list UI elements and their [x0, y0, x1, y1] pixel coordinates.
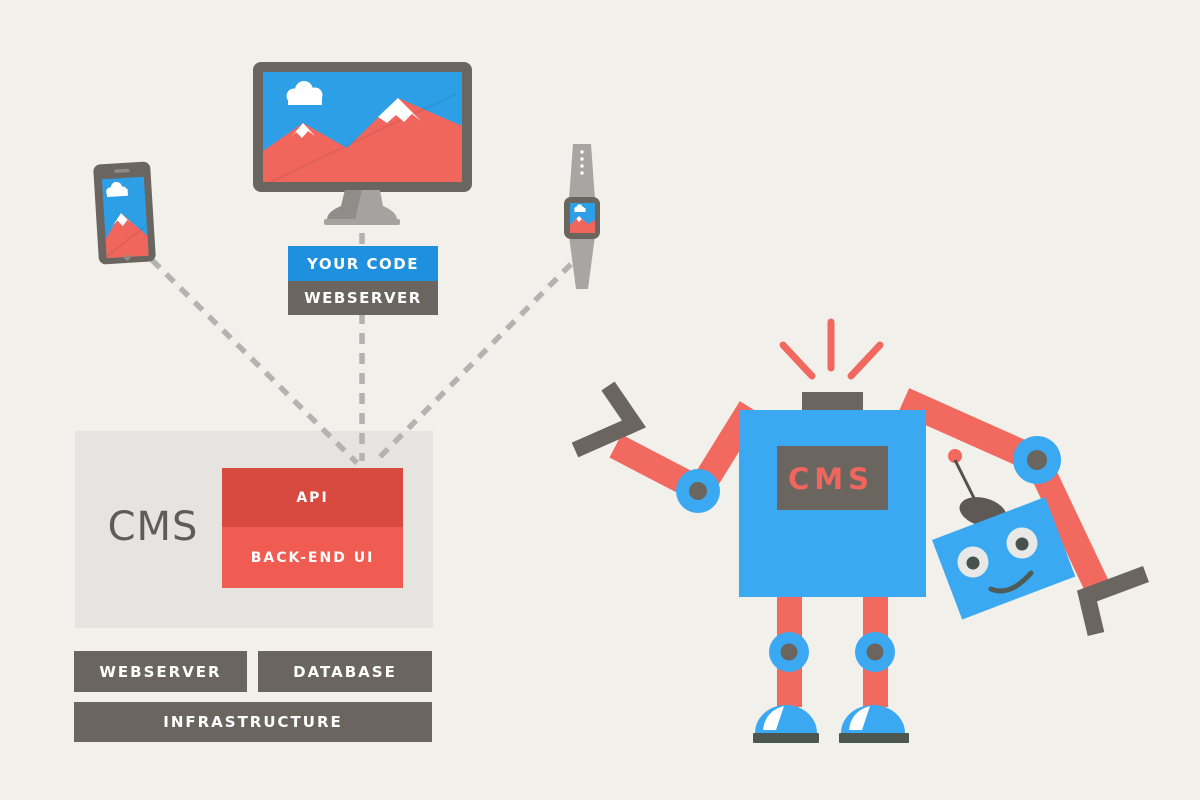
- robot-left-arm: [571, 381, 762, 513]
- backend-ui-box: BACK-END UI: [222, 527, 403, 588]
- database-box: DATABASE: [258, 651, 432, 692]
- watch-strap-top: [569, 144, 595, 199]
- robot-right-upper-arm: [898, 388, 1055, 478]
- robot-left-knee-joint: [769, 632, 809, 672]
- smartphone-icon: [93, 161, 156, 265]
- robot-body: [739, 410, 926, 597]
- robot-chest-panel: [777, 446, 888, 510]
- watch-case: [564, 197, 600, 239]
- monitor-stand: [327, 190, 397, 220]
- watch-snow-cap: [574, 216, 584, 222]
- phone-speaker: [114, 168, 130, 173]
- cms-label: CMS: [107, 504, 199, 550]
- robot-neck: [802, 392, 863, 411]
- robot-head: [932, 497, 1076, 620]
- robot-left-eye: [957, 546, 989, 578]
- watch-strap-bottom: [569, 236, 595, 289]
- robot-right-arm: [1013, 436, 1149, 636]
- robot-right-claw-icon: [1076, 566, 1149, 636]
- webserver-stack-box: WEBSERVER: [288, 281, 438, 315]
- robot-left-claw-icon: [571, 381, 647, 458]
- robot-right-foot: [839, 705, 909, 743]
- robot-right-eye: [1006, 527, 1038, 559]
- monitor-screen: [263, 72, 462, 182]
- robot-head-knob: [959, 497, 1007, 527]
- phone-cloud-icon: [106, 181, 128, 198]
- phone-home-button: [123, 254, 131, 262]
- robot-chest-label: CMS: [788, 462, 874, 496]
- monitor-snow-cap-right: [378, 98, 421, 123]
- watch-strap-holes: [580, 150, 584, 175]
- monitor-stand-base: [324, 219, 400, 225]
- phone-snow-cap: [112, 213, 132, 227]
- webserver-infra-box: WEBSERVER: [74, 651, 247, 692]
- robot-right-knee-joint: [855, 632, 895, 672]
- robot-head-string: [953, 459, 979, 505]
- api-box: API: [222, 468, 403, 527]
- monitor-snow-cap-left: [291, 123, 315, 138]
- robot-right-elbow-joint: [1013, 436, 1061, 484]
- watch-mountain: [570, 216, 595, 233]
- robot-spark-lines: [779, 318, 884, 380]
- robot-legs: [753, 595, 909, 743]
- monitor-mountains: [263, 98, 462, 182]
- phone-screen: [101, 176, 149, 259]
- your-code-box: YOUR CODE: [288, 246, 438, 281]
- watch-cloud-icon: [574, 204, 586, 212]
- robot-string-pin: [948, 449, 962, 463]
- desktop-monitor-icon: [253, 62, 472, 225]
- smartwatch-icon: [564, 144, 600, 289]
- phone-mountain: [105, 213, 149, 259]
- robot-left-foot: [753, 705, 819, 743]
- robot-smile: [988, 570, 1034, 594]
- infrastructure-box: INFRASTRUCTURE: [74, 702, 432, 742]
- robot-left-elbow-joint: [676, 469, 720, 513]
- robot-illustration: CMS: [571, 318, 1149, 743]
- watch-screen: [570, 203, 595, 233]
- monitor-cloud-icon: [286, 81, 323, 105]
